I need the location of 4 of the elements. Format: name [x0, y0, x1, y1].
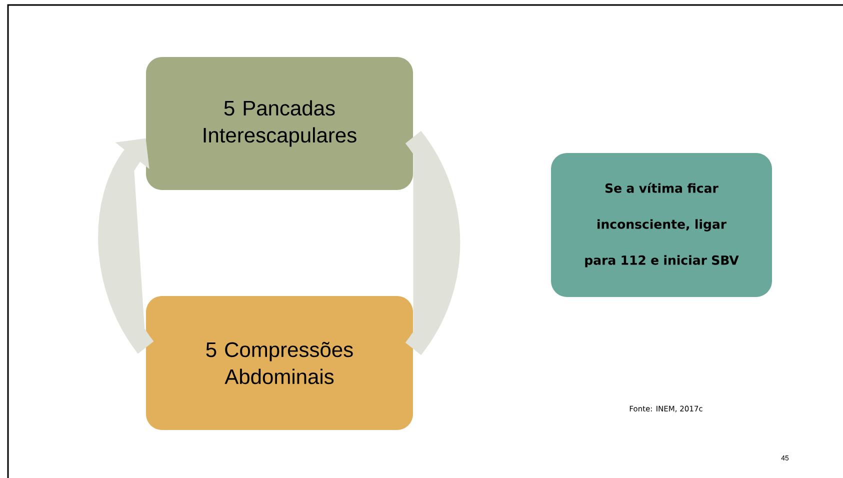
cycle-arrow — [405, 131, 460, 355]
process-box: Se a vítima ficar inconsciente, ligar para 112 e iniciar SBV — [551, 153, 772, 297]
process-box: 5 Pancadas Interescapulares — [146, 57, 413, 190]
process-box: 5 Compressões Abdominais — [146, 296, 413, 430]
